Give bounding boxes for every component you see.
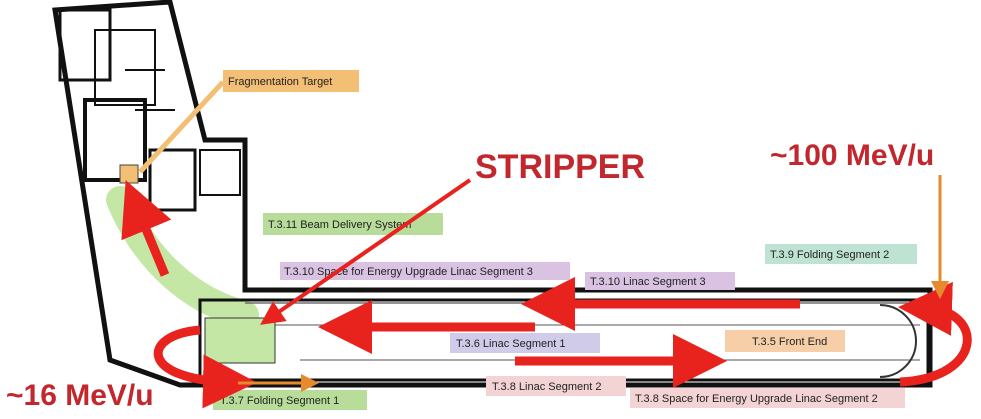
folding-seg2-label: T.3.9 Folding Segment 2 [770, 249, 889, 261]
fragmentation-target-box [223, 70, 359, 92]
linac-seg3-label: T.3.10 Linac Segment 3 [590, 276, 706, 288]
front-end-box [725, 330, 845, 352]
energy-upgrade-seg3-box [280, 262, 570, 280]
fragmentation-target-label: Fragmentation Target [228, 76, 332, 88]
folding-seg1-label: T.3.7 Folding Segment 1 [220, 395, 339, 407]
curved-red-arrow-left [153, 325, 257, 409]
linac-seg1-label: T.3.6 Linac Segment 1 [456, 338, 565, 350]
stripper-pointer [260, 178, 472, 325]
front-end-label: T.3.5 Front End [752, 336, 827, 348]
folding-seg2-box [765, 244, 917, 264]
energy-upgrade-seg2-label: T.3.8 Space for Energy Upgrade Linac Seg… [635, 393, 878, 405]
energy-high-annotation: ~100 MeV/u [770, 139, 934, 172]
linac-seg2-label: T.3.8 Linac Segment 2 [492, 381, 601, 393]
beam-direction-arrows [121, 178, 800, 388]
energy-upgrade-seg3-label: T.3.10 Space for Energy Upgrade Linac Se… [284, 266, 533, 278]
linac-seg1-box [450, 333, 600, 353]
red-arrow [121, 180, 172, 277]
target-building-structures [58, 8, 241, 212]
energy-low-annotation: ~16 MeV/u [6, 379, 154, 412]
fragmentation-target-leader [138, 80, 225, 174]
beam-delivery-label: T.3.11 Beam Delivery System [268, 219, 411, 231]
curved-red-arrow-right [898, 281, 972, 387]
linac-seg2-box [486, 376, 626, 396]
energy-upgrade-seg2-box [630, 388, 905, 408]
linac-seg3-box [585, 272, 735, 290]
stripper-annotation: STRIPPER [475, 148, 645, 186]
